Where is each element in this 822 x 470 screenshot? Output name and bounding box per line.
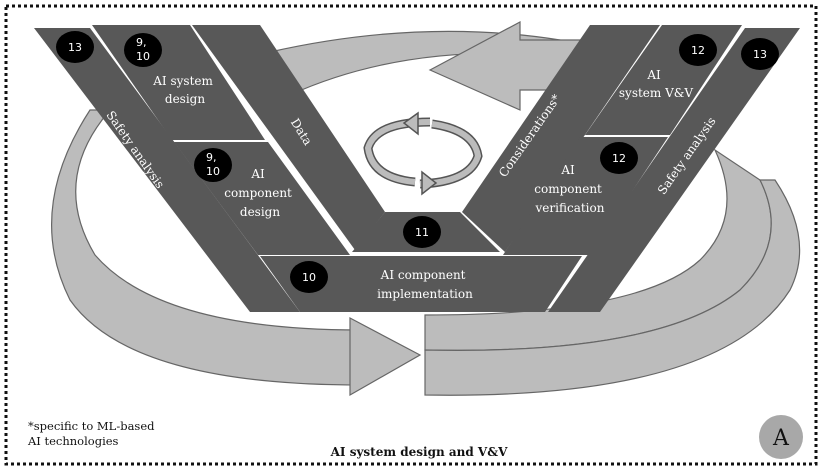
badge-system-vv: 12 (679, 34, 717, 66)
svg-text:A: A (772, 426, 790, 451)
badge-safety-left: 13 (56, 31, 94, 63)
refresh-cycle-icon (363, 111, 483, 196)
label-component-verification: AI component verification (534, 163, 605, 215)
band-safety-analysis-left (34, 28, 300, 312)
band-implementation (260, 256, 582, 312)
band-considerations (462, 25, 660, 252)
dashed-frame (4, 4, 818, 466)
svg-text:13: 13 (68, 41, 82, 54)
badge-bottom-center: 11 (403, 216, 441, 248)
badge-implementation: 10 (290, 261, 328, 293)
corner-letter-badge: A (759, 415, 803, 459)
svg-text:9, 10: 9, 10 (206, 151, 220, 178)
band-data (192, 25, 385, 250)
svg-text:13: 13 (753, 48, 767, 61)
badge-component-verification: 12 (600, 142, 638, 174)
badge-system-design: 9, 10 (124, 33, 162, 67)
figure-caption: AI system design and V&V (330, 445, 508, 459)
svg-text:10: 10 (302, 271, 316, 284)
label-system-design: AI system design (152, 74, 216, 106)
right-cycle-arrow-lower (424, 179, 801, 396)
svg-text:9, 10: 9, 10 (136, 36, 150, 63)
footnote: *specific to ML-based AI technologies (27, 419, 158, 448)
badge-safety-right: 13 (741, 38, 779, 70)
svg-text:12: 12 (691, 44, 705, 57)
label-component-implementation: AI component implementation (377, 268, 473, 301)
svg-text:12: 12 (612, 152, 626, 165)
badge-component-design: 9, 10 (194, 148, 232, 182)
bottom-cycle-arrow-head (349, 317, 422, 397)
svg-text:11: 11 (415, 226, 429, 239)
label-component-design: AI component design (224, 167, 295, 219)
label-system-vv: AI system V&V (619, 68, 694, 100)
band-safety-analysis-right (548, 28, 800, 312)
